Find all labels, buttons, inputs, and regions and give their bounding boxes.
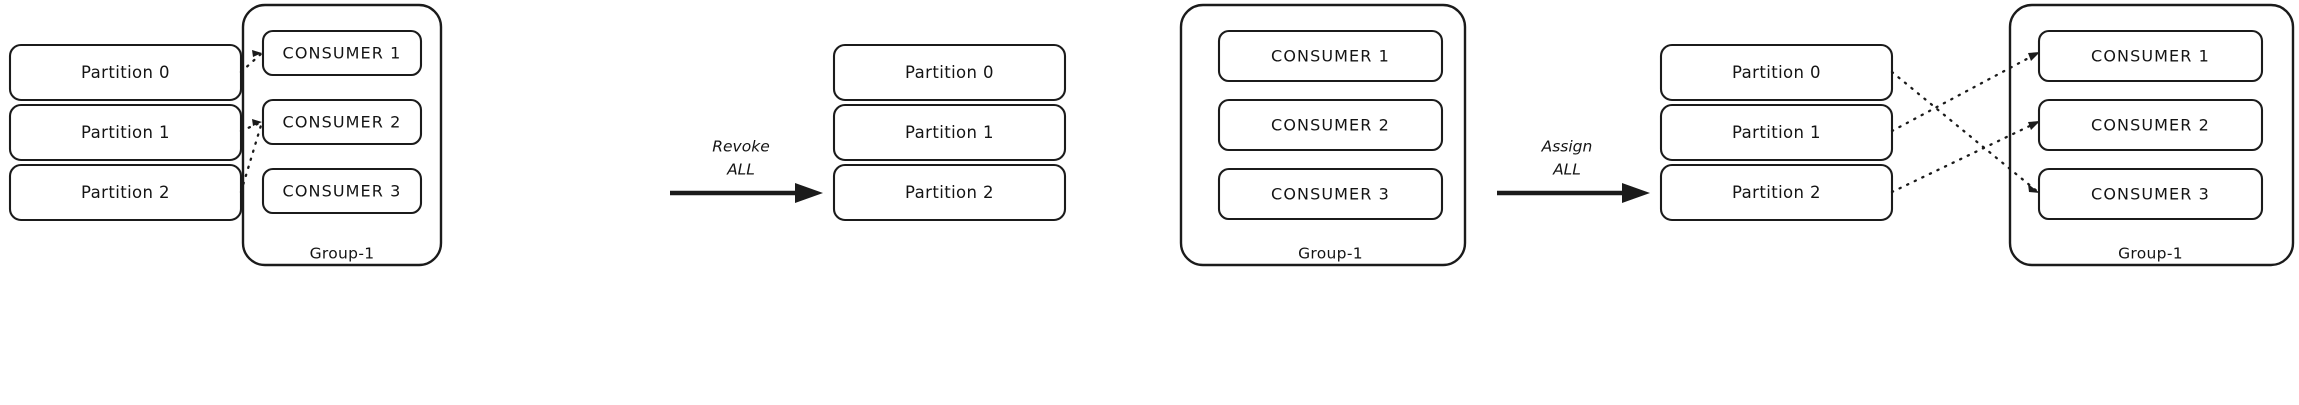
after-consumer-box-1-rect[interactable] [2037,29,2264,83]
revoked-partition-box-2[interactable]: Partition 2 [832,163,1067,222]
consumer-box-2-rect[interactable] [261,98,423,146]
consumer-box-2-label: CONSUMER 2 [283,113,402,132]
group-label-free: Group-1 [1298,245,1363,263]
assignment-arrowhead-p0-c1 [252,50,262,57]
free-consumer-box-2-label: CONSUMER 2 [1271,116,1390,135]
revoked-partition-box-0-rect[interactable] [832,43,1067,102]
partition-box-0[interactable]: Partition 0 [8,43,243,102]
consumer-box-3[interactable]: CONSUMER 3 [261,167,423,215]
panel-revoked: Partition 0 Partition 1 Partition 2 [832,43,1067,222]
consumer-box-3-rect[interactable] [261,167,423,215]
consumer-box-1-label: CONSUMER 1 [283,44,402,63]
free-consumer-box-1-rect[interactable] [1217,29,1444,83]
after-partition-box-2-label: Partition 2 [1732,183,1821,202]
group-label-before: Group-1 [310,245,375,263]
after-consumer-box-3[interactable]: CONSUMER 3 [2037,167,2264,221]
panel-after: Partition 0 Partition 1 Partition 2 CONS… [1659,3,2295,267]
consumer-box-2[interactable]: CONSUMER 2 [261,98,423,146]
free-consumer-box-3-label: CONSUMER 3 [1271,185,1390,204]
assignment-link-p2-c2 [239,120,264,194]
consumer-box-1[interactable]: CONSUMER 1 [261,29,423,77]
revoked-partition-box-1-rect[interactable] [832,103,1067,162]
consumer-box-3-label: CONSUMER 3 [283,182,402,201]
after-partition-box-1-label: Partition 1 [1732,123,1821,142]
assignment-arrowhead-p2-c2 [2028,121,2040,130]
transition-revoke: Revoke ALL [670,138,823,203]
after-partition-box-0-label: Partition 0 [1732,63,1821,82]
panel-before: Partition 0 Partition 1 Partition 2 CONS… [8,3,443,267]
after-partition-box-1-rect[interactable] [1659,103,1894,162]
after-partition-box-0[interactable]: Partition 0 [1659,43,1894,102]
free-consumer-box-1[interactable]: CONSUMER 1 [1217,29,1444,83]
panel-free-consumers: CONSUMER 1 CONSUMER 2 CONSUMER 3 Group-1 [1179,3,1467,267]
revoked-partition-box-0[interactable]: Partition 0 [832,43,1067,102]
partition-box-2[interactable]: Partition 2 [8,163,243,222]
assign-label-line1: Assign [1541,138,1593,156]
partition-box-1[interactable]: Partition 1 [8,103,243,162]
assignment-link-p2-c2 [1890,120,2040,194]
after-consumer-box-3-rect[interactable] [2037,167,2264,221]
partition-box-1-label: Partition 1 [81,123,170,142]
assign-arrow-head [1622,183,1650,203]
after-partition-box-2[interactable]: Partition 2 [1659,163,1894,222]
assignment-arrowhead-p1-c2 [252,119,262,126]
revoke-label-line2: ALL [726,161,755,179]
after-consumer-box-2-rect[interactable] [2037,98,2264,152]
revoke-label-line1: Revoke [712,138,769,156]
group-label-after: Group-1 [2118,245,2183,263]
revoke-arrow-head [795,183,823,203]
transition-assign: Assign ALL [1497,138,1650,203]
assign-label-line2: ALL [1552,161,1581,179]
revoked-partition-box-1[interactable]: Partition 1 [832,103,1067,162]
assignment-arrowhead-p0-c3 [2028,184,2040,193]
free-consumer-box-3-rect[interactable] [1217,167,1444,221]
after-consumer-box-3-label: CONSUMER 3 [2091,185,2210,204]
after-consumer-box-1-label: CONSUMER 1 [2091,47,2210,66]
partition-box-1-rect[interactable] [8,103,243,162]
after-consumer-box-2[interactable]: CONSUMER 2 [2037,98,2264,152]
after-consumer-box-2-label: CONSUMER 2 [2091,116,2210,135]
assignment-arrowhead-p1-c1 [2028,52,2040,61]
revoked-partition-box-1-label: Partition 1 [905,123,994,142]
free-consumer-box-2[interactable]: CONSUMER 2 [1217,98,1444,152]
after-partition-box-1[interactable]: Partition 1 [1659,103,1894,162]
consumer-box-1-rect[interactable] [261,29,423,77]
revoked-partition-box-2-label: Partition 2 [905,183,994,202]
revoked-partition-box-0-label: Partition 0 [905,63,994,82]
free-consumer-box-3[interactable]: CONSUMER 3 [1217,167,1444,221]
after-consumer-box-1[interactable]: CONSUMER 1 [2037,29,2264,83]
partition-box-0-label: Partition 0 [81,63,170,82]
free-consumer-box-1-label: CONSUMER 1 [1271,47,1390,66]
assignment-link-p0-c3 [1890,70,2040,194]
partition-box-2-label: Partition 2 [81,183,170,202]
revoked-partition-box-2-rect[interactable] [832,163,1067,222]
free-consumer-box-2-rect[interactable] [1217,98,1444,152]
